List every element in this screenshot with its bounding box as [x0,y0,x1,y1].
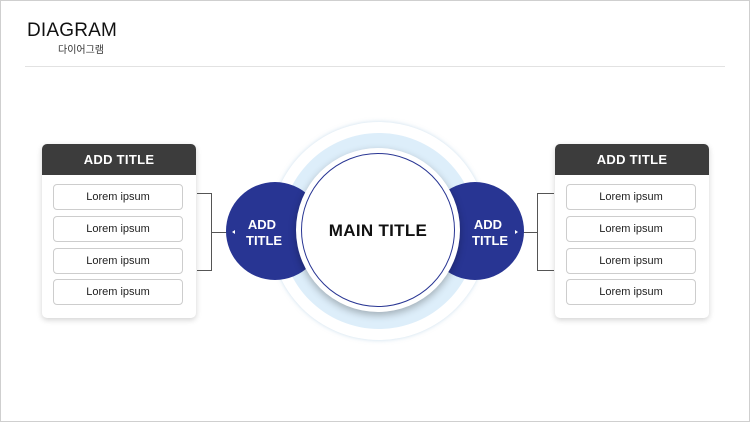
left-connector-stem [211,232,228,233]
right-circle-label-line2: TITLE [472,233,509,248]
left-arrow-icon [232,230,235,234]
right-connector-bottom [537,270,554,271]
left-connector-top [197,193,211,194]
left-connector-bottom [197,270,211,271]
left-panel-item[interactable]: Lorem ipsum [53,279,183,305]
left-circle-label-line1: ADD [247,217,277,232]
right-panel-item[interactable]: Lorem ipsum [566,279,696,305]
right-connector-stem [522,232,537,233]
right-panel-item[interactable]: Lorem ipsum [566,216,696,242]
right-connector-top [537,193,554,194]
right-arrow-icon [515,230,518,234]
right-panel-title: ADD TITLE [555,144,709,175]
left-panel-item[interactable]: Lorem ipsum [53,248,183,274]
header-divider [25,66,725,67]
main-circle-ring [301,153,455,307]
right-panel-item[interactable]: Lorem ipsum [566,184,696,210]
left-circle-label-line2: TITLE [246,233,283,248]
left-panel-item[interactable]: Lorem ipsum [53,216,183,242]
right-connector-vertical [537,193,538,271]
main-title: MAIN TITLE [328,221,428,240]
left-panel-title: ADD TITLE [42,144,196,175]
right-panel-item[interactable]: Lorem ipsum [566,248,696,274]
page-subtitle: 다이어그램 [58,45,104,56]
left-panel-item[interactable]: Lorem ipsum [53,184,183,210]
right-circle-label-line1: ADD [473,217,503,232]
page-title: DIAGRAM [27,20,118,41]
left-panel: ADD TITLE Lorem ipsum Lorem ipsum Lorem … [42,144,196,318]
right-panel: ADD TITLE Lorem ipsum Lorem ipsum Lorem … [555,144,709,318]
